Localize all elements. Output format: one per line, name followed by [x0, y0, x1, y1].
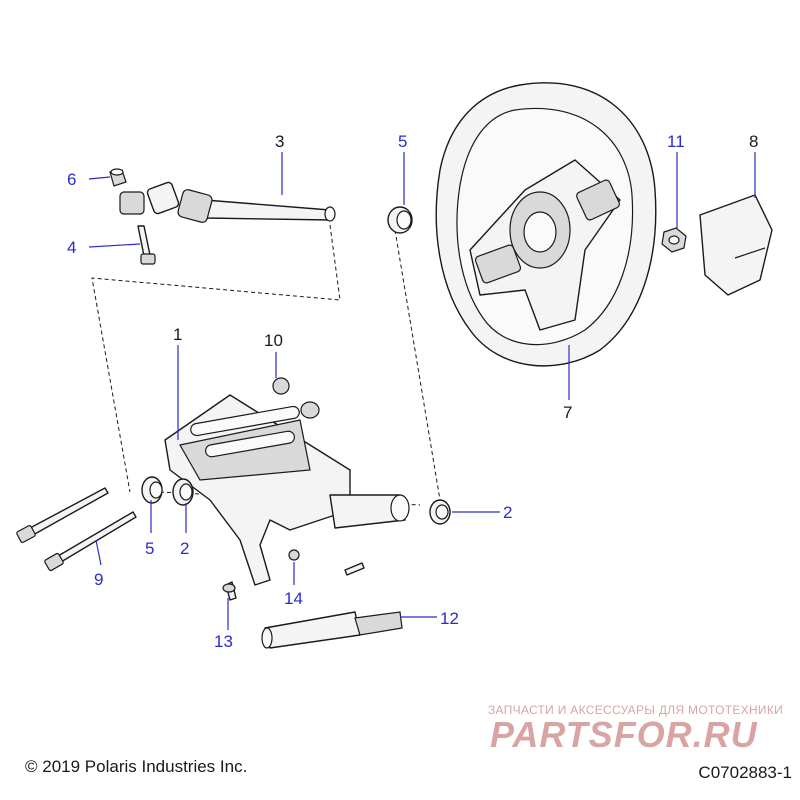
callout-1: 1	[173, 325, 182, 344]
leader-lines	[88, 152, 756, 630]
small-fasteners	[222, 549, 365, 601]
callout-5-lower: 5	[145, 539, 154, 558]
steering-wheel	[435, 82, 657, 367]
callout-3: 3	[275, 132, 284, 151]
grommets	[272, 377, 320, 419]
pinch-bolt	[137, 225, 156, 265]
callout-6: 6	[67, 170, 76, 189]
callout-12: 12	[440, 609, 459, 628]
gas-strut	[261, 611, 403, 649]
bushing-upper	[387, 206, 413, 234]
callout-2-right: 2	[503, 503, 512, 522]
callout-11: 11	[667, 132, 685, 151]
callout-13: 13	[214, 632, 233, 651]
steering-shaft	[119, 181, 336, 223]
callout-8: 8	[749, 132, 758, 151]
callout-14: 14	[284, 589, 303, 608]
center-cap	[699, 194, 773, 296]
callout-5-upper: 5	[398, 132, 407, 151]
callout-10: 10	[264, 331, 283, 350]
long-bolts	[16, 487, 137, 572]
callout-4: 4	[67, 238, 76, 257]
watermark-logo: PARTSFOR.RU	[490, 714, 758, 755]
bushings-lower	[141, 476, 451, 525]
hex-nut	[661, 227, 687, 253]
copyright-text: © 2019 Polaris Industries Inc.	[25, 757, 248, 776]
watermark-tagline: ЗАПЧАСТИ И АКСЕССУАРЫ ДЛЯ МОТОТЕХНИКИ	[488, 703, 784, 717]
support-bracket	[164, 394, 410, 586]
cap-nut	[109, 168, 127, 187]
callout-9: 9	[94, 570, 103, 589]
callout-labels: 3 5 6 4 11 8 7 1 10 5 2 2 9 14 13 12	[67, 132, 758, 651]
callout-2-lower: 2	[180, 539, 189, 558]
diagram-code: C0702883-1	[698, 763, 792, 782]
callout-7: 7	[563, 403, 572, 422]
